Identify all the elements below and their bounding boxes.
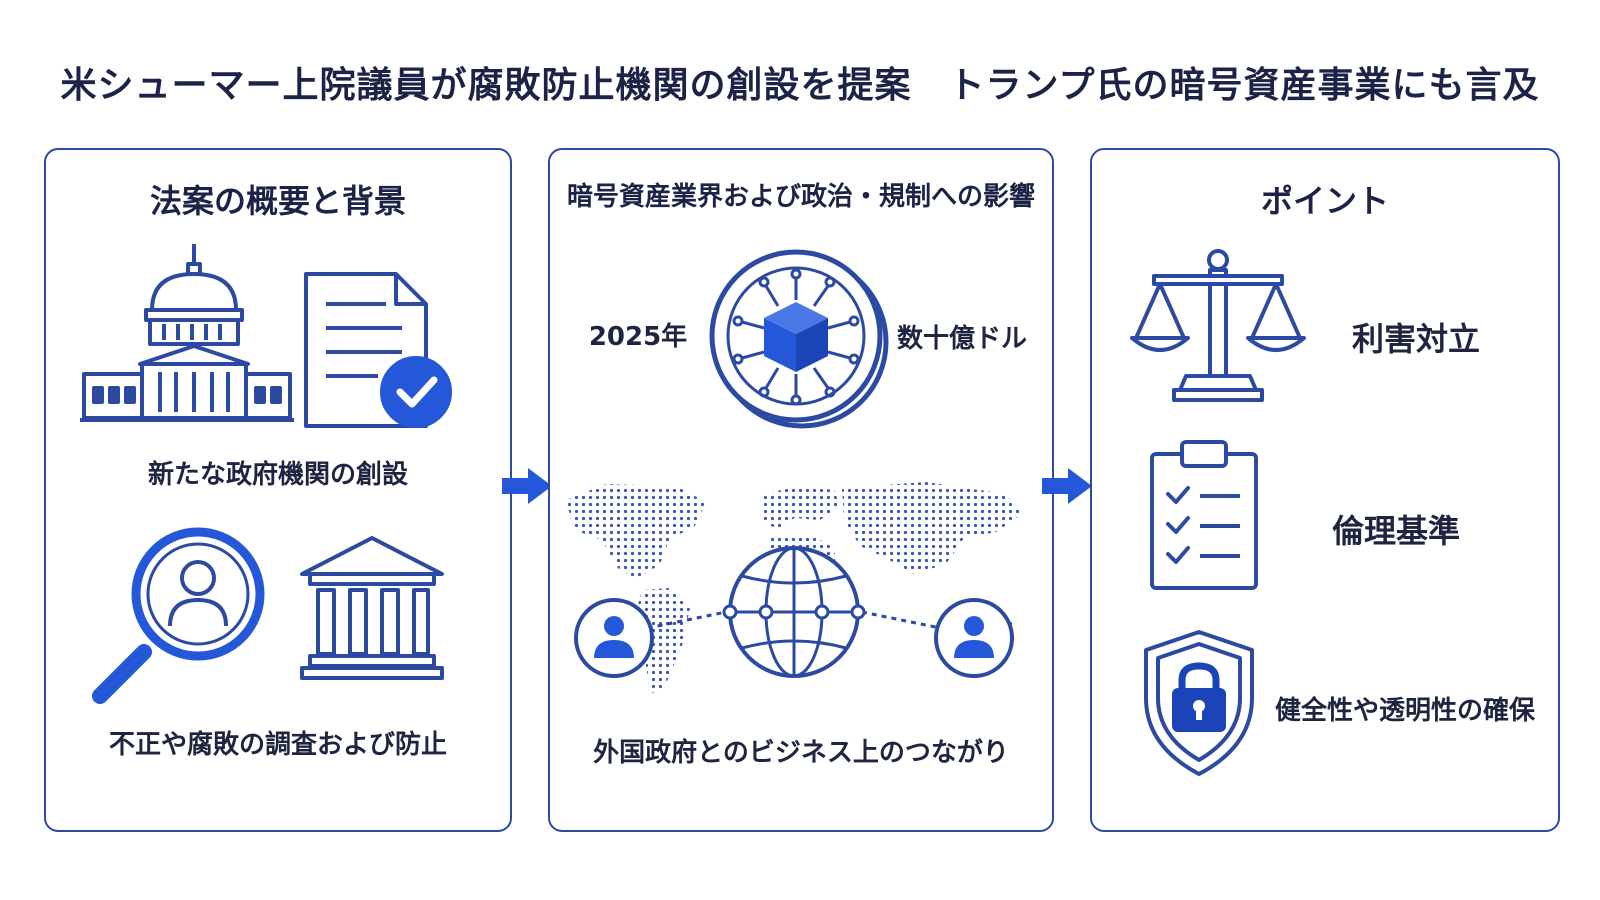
- panel-overview-title: 法案の概要と背景: [149, 182, 406, 220]
- point-label-integrity: 健全性や透明性の確保: [1274, 696, 1535, 726]
- label-new-agency: 新たな政府機関の創設: [147, 460, 408, 490]
- page-title: 米シューマー上院議員が腐敗防止機関の創設を提案 トランプ氏の暗号資産事業にも言及: [60, 65, 1540, 106]
- crypto-coin-cube-icon: [709, 249, 889, 429]
- clipboard-checklist-icon: [1150, 440, 1258, 590]
- capitol-building-icon: [80, 244, 294, 422]
- panel-overview: 法案の概要と背景 新たな政府機関の創設: [44, 148, 512, 832]
- point-label-ethics: 倫理基準: [1331, 512, 1460, 550]
- panel-points: ポイント 利害対立 倫理基準 健全性や透明性の確保: [1090, 148, 1560, 832]
- panel-impact-title: 暗号資産業界および政治・規制への影響: [566, 182, 1035, 212]
- label-year: 2025年: [588, 322, 688, 352]
- label-amount: 数十億ドル: [896, 324, 1027, 354]
- scales-icon: [1130, 249, 1306, 402]
- magnifier-person-icon: [92, 527, 265, 704]
- world-network-icon: [566, 482, 1022, 694]
- point-label-conflict: 利害対立: [1351, 320, 1480, 358]
- panel-points-title: ポイント: [1260, 182, 1389, 220]
- shield-lock-icon: [1144, 630, 1254, 776]
- institution-building-icon: [300, 536, 444, 680]
- panel-impact: 暗号資産業界および政治・規制への影響 2025年 数十億ドル: [548, 148, 1054, 832]
- label-business: 外国政府とのビジネス上のつながり: [593, 738, 1009, 768]
- document-check-icon: [304, 272, 452, 428]
- arrow-right-icon: [502, 468, 552, 504]
- arrow-right-icon: [1042, 468, 1092, 504]
- label-investigation: 不正や腐敗の調査および防止: [108, 730, 447, 760]
